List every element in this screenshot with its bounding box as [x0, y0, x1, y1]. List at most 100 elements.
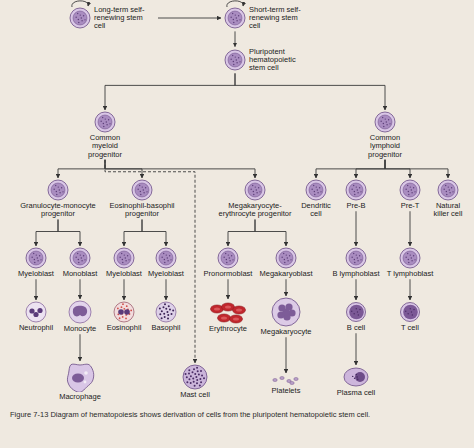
eosinophil-granule: [119, 317, 121, 319]
cell-nucleus: [98, 115, 112, 129]
chromatin-dot: [385, 118, 386, 119]
cell-figure: [375, 112, 395, 132]
chromatin-dot: [446, 191, 447, 192]
chromatin-dot: [256, 189, 257, 190]
cell-node: Natural killer cell: [428, 179, 468, 219]
cell-label: Mast cell: [175, 391, 215, 399]
cell-figure: [69, 301, 91, 323]
chromatin-dot: [83, 255, 84, 256]
cell-membrane: [438, 180, 458, 200]
basophil-granule: [170, 313, 172, 315]
cell-icon: [399, 301, 421, 323]
chromatin-dot: [411, 260, 412, 261]
lineage-arrow: [356, 333, 357, 365]
eosinophil-granule: [126, 305, 128, 307]
lineage-arrow: [36, 220, 58, 247]
chromatin-dot: [411, 257, 412, 258]
chromatin-dot: [233, 19, 234, 20]
chromatin-dot: [78, 19, 79, 20]
mast-granule: [192, 371, 194, 373]
cell-icon: [437, 179, 459, 201]
chromatin-dot: [352, 376, 353, 377]
cell-membrane: [218, 248, 238, 268]
chromatin-dot: [407, 185, 408, 186]
chromatin-dot: [100, 121, 101, 122]
cell-icon: [63, 362, 97, 392]
cell-node: Eosinophil-basophil progenitor: [104, 179, 180, 219]
chromatin-dot: [58, 186, 59, 187]
chromatin-dot: [34, 262, 35, 263]
chromatin-dot: [351, 257, 352, 258]
cell-icon: [275, 247, 297, 269]
cell-node: Pronormoblast: [202, 247, 254, 278]
cell-nucleus: [228, 53, 242, 67]
cell-nucleus: [349, 305, 364, 320]
cell-figure: [211, 303, 246, 323]
cell-nucleus: [403, 251, 417, 265]
mast-granule: [196, 367, 198, 369]
cell-figure: [245, 180, 265, 200]
chromatin-dot: [359, 187, 360, 188]
platelet: [273, 379, 277, 382]
chromatin-dot: [386, 121, 387, 122]
mast-granule: [201, 374, 203, 376]
cell-membrane: [245, 180, 265, 200]
chromatin-dot: [359, 309, 360, 310]
chromatin-dot: [164, 259, 165, 260]
basophil-granule: [169, 308, 171, 310]
chromatin-dot: [250, 189, 251, 190]
cell-figure: [156, 248, 176, 268]
chromatin-dot: [410, 308, 411, 309]
chromatin-dot: [408, 191, 409, 192]
chromatin-dot: [77, 253, 78, 254]
vacuole: [84, 381, 87, 384]
lineage-arrow: [228, 220, 255, 247]
nucleus-lobe: [282, 308, 289, 315]
cell-figure: [306, 180, 326, 200]
chromatin-dot: [236, 59, 237, 60]
cell-label: Eosinophil-basophil progenitor: [104, 202, 180, 219]
cell-label: Platelets: [266, 387, 306, 395]
chromatin-dot: [103, 126, 104, 127]
cell-icon: [399, 247, 421, 269]
chromatin-dot: [223, 257, 224, 258]
chromatin-dot: [284, 259, 285, 260]
chromatin-dot: [357, 189, 358, 190]
lineage-arrow: [58, 220, 80, 247]
cell-membrane: [26, 248, 46, 268]
chromatin-dot: [443, 189, 444, 190]
chromatin-dot: [357, 257, 358, 258]
nucleus-lobe: [118, 309, 124, 315]
chromatin-dot: [61, 187, 62, 188]
red-cell-center: [236, 308, 242, 311]
cell-icon: [271, 297, 301, 327]
cell-node: Megakaryocyte: [258, 297, 314, 336]
cell-label: Monocyte: [60, 325, 100, 333]
cell-icon: [217, 247, 239, 269]
chromatin-dot: [317, 189, 318, 190]
lineage-arrow: [235, 73, 385, 110]
chromatin-dot: [319, 187, 320, 188]
chromatin-dot: [143, 192, 144, 193]
cell-label: Erythrocyte: [203, 325, 253, 333]
chromatin-dot: [124, 254, 125, 255]
chromatin-dot: [142, 186, 143, 187]
cell-node: Pre-B: [339, 179, 373, 210]
cell-label: Pre-T: [393, 202, 427, 210]
figure-caption: Figure 7-13 Diagram of hematopoiesis sho…: [10, 410, 464, 419]
mast-granule: [200, 381, 202, 383]
cell-nucleus: [73, 306, 87, 317]
cell-label: Pluripotent hematopoietic stem cell: [249, 48, 313, 73]
basophil-granule: [159, 313, 161, 315]
cell-figure: [344, 368, 368, 386]
cell-label: Megakaryocyte: [258, 328, 314, 336]
cell-icon: [345, 247, 367, 269]
lineage-arrow: [80, 279, 81, 299]
chromatin-dot: [81, 260, 82, 261]
cell-icon: [155, 247, 177, 269]
cell-figure: [347, 303, 366, 322]
cell-label: Granulocyte-monocyte progenitor: [17, 202, 99, 219]
chromatin-dot: [413, 255, 414, 256]
chromatin-dot: [238, 15, 239, 16]
